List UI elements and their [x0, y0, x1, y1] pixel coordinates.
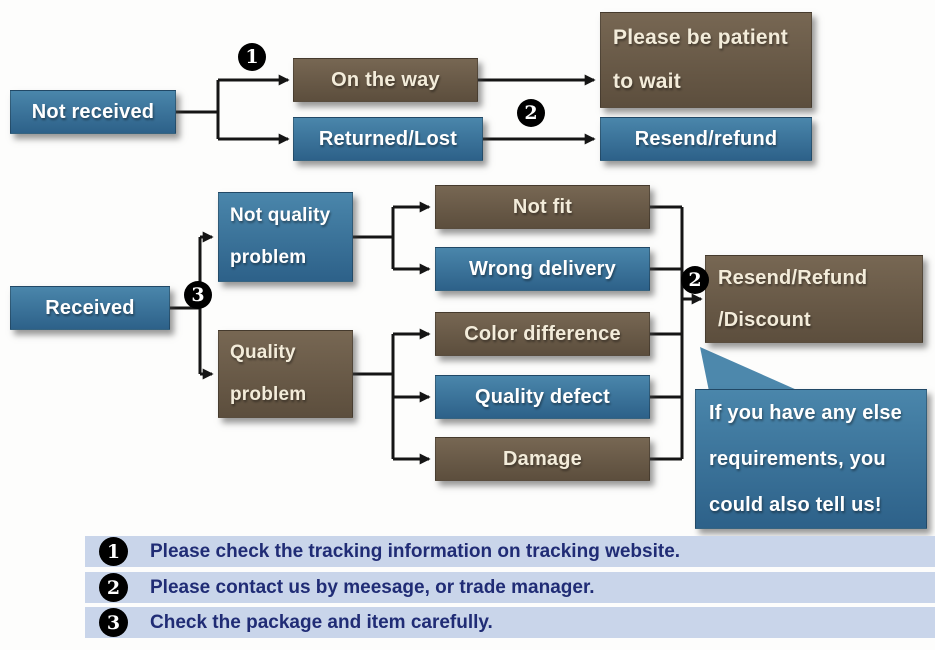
- node-returned-lost: Returned/Lost: [293, 117, 483, 161]
- node-label: Not received: [31, 100, 155, 123]
- node-not-fit: Not fit: [435, 185, 650, 229]
- node-label: Quality defect: [474, 385, 611, 408]
- legend-marker-1: 1: [99, 537, 128, 566]
- legend-marker-2: 2: [99, 573, 128, 602]
- legend-text-1: Please check the tracking information on…: [150, 540, 681, 562]
- node-line: Not quality: [230, 205, 331, 226]
- node-line: Resend/Refund: [718, 267, 868, 289]
- legend-text-3: Check the package and item carefully.: [150, 611, 493, 633]
- node-line: Please be patient: [613, 26, 788, 49]
- bubble-line: could also tell us!: [709, 494, 882, 516]
- node-line: to wait: [613, 70, 681, 93]
- node-label: Color difference: [464, 322, 621, 345]
- legend-text-2: Please contact us by meesage, or trade m…: [150, 576, 595, 598]
- node-label: Wrong delivery: [469, 257, 616, 280]
- bubble-line: requirements, you: [709, 448, 886, 470]
- node-color-difference: Color difference: [435, 312, 650, 356]
- legend-item-1: 1 Please check the tracking information …: [85, 536, 935, 567]
- legend-item-2: 2 Please contact us by meesage, or trade…: [85, 572, 935, 603]
- speech-bubble: If you have any else requirements, you c…: [695, 389, 927, 529]
- node-damage: Damage: [435, 437, 650, 481]
- node-resend-refund-discount: Resend/Refund /Discount: [705, 255, 923, 343]
- node-line: /Discount: [718, 309, 811, 331]
- step-marker-2: 2: [517, 99, 545, 127]
- step-marker-2: 2: [681, 266, 709, 294]
- node-please-be-patient: Please be patient to wait: [600, 12, 812, 108]
- node-label: Returned/Lost: [318, 127, 458, 150]
- node-resend-refund: Resend/refund: [600, 117, 812, 161]
- bubble-line: If you have any else: [709, 402, 902, 424]
- node-label: Damage: [502, 447, 582, 470]
- node-quality-problem: Quality problem: [218, 330, 353, 418]
- node-label: Not fit: [512, 195, 573, 218]
- legend-marker-3: 3: [99, 608, 128, 637]
- step-marker-1: 1: [238, 43, 266, 71]
- node-received: Received: [10, 286, 170, 330]
- step-marker-3: 3: [184, 281, 212, 309]
- node-line: Quality: [230, 342, 296, 363]
- node-label: Received: [45, 296, 135, 319]
- legend-item-3: 3 Check the package and item carefully.: [85, 607, 935, 638]
- node-label: On the way: [331, 68, 440, 91]
- node-wrong-delivery: Wrong delivery: [435, 247, 650, 291]
- node-line: problem: [230, 384, 307, 405]
- connector-group: [170, 74, 703, 465]
- node-line: problem: [230, 247, 307, 268]
- node-not-received: Not received: [10, 90, 176, 134]
- node-on-the-way: On the way: [293, 58, 478, 102]
- node-not-quality-problem: Not quality problem: [218, 192, 353, 282]
- node-quality-defect: Quality defect: [435, 375, 650, 419]
- node-label: Resend/refund: [634, 127, 778, 150]
